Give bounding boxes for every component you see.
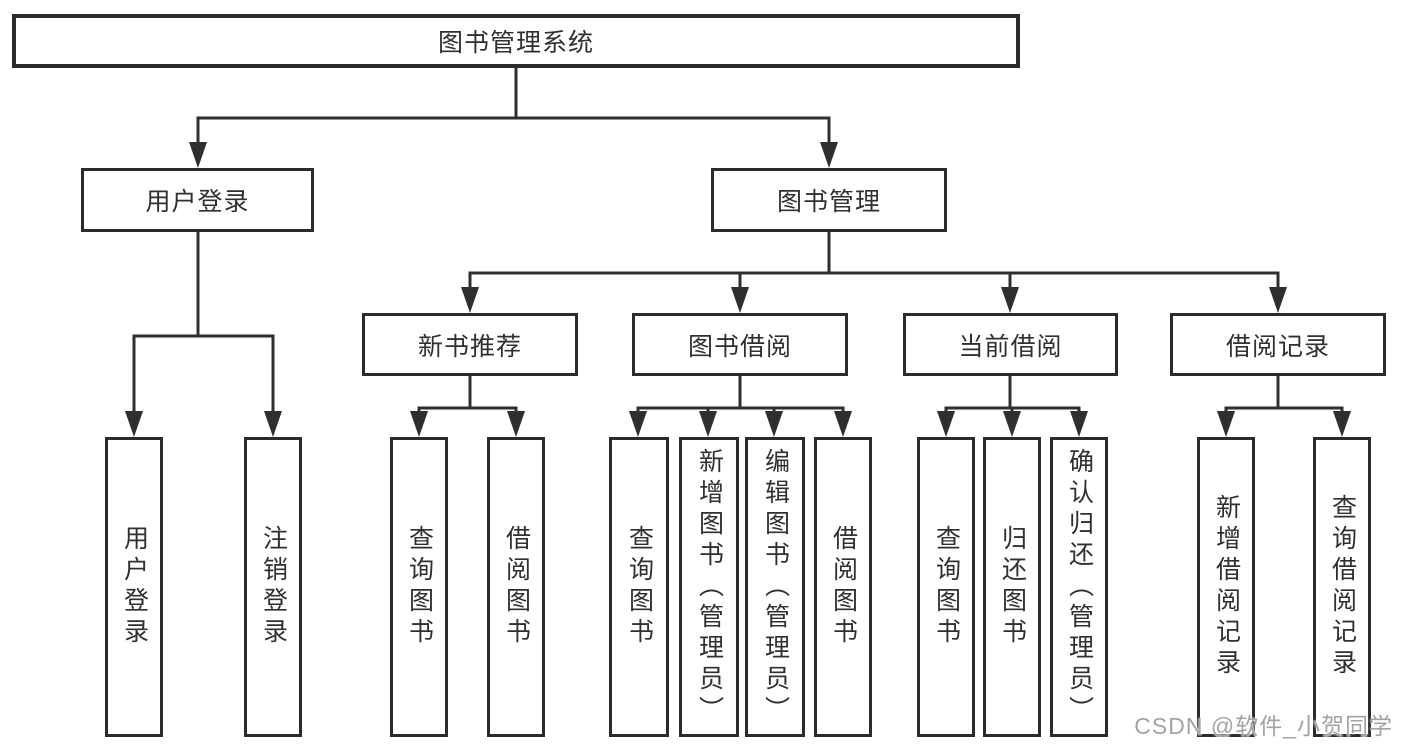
node-user-login-label: 用户登录 [145,188,250,216]
leaf-return-books-label: 归还图书 [998,525,1027,649]
leaf-add-books-admin: 新增图书（管理员） [679,437,739,737]
leaf-edit-books-admin: 编辑图书（管理员） [745,437,805,737]
node-root: 图书管理系统 [12,14,1020,68]
leaf-query-books-recommend-label: 查询图书 [405,525,434,649]
leaf-logout: 注销登录 [244,437,302,737]
leaf-query-borrow-record-label: 查询借阅记录 [1328,494,1357,680]
leaf-logout-label: 注销登录 [259,525,288,649]
leaf-borrow-books-label: 借阅图书 [829,525,858,649]
leaf-borrow-books: 借阅图书 [814,437,872,737]
node-book-management-label: 图书管理 [776,188,881,216]
leaf-borrow-books-recommend-label: 借阅图书 [502,525,531,649]
leaf-query-books-borrowing: 查询图书 [609,437,669,737]
node-user-login: 用户登录 [81,168,314,232]
leaf-return-books: 归还图书 [983,437,1041,737]
leaf-confirm-return-admin-label: 确认归还（管理员） [1065,447,1094,727]
leaf-query-books-current-label: 查询图书 [932,525,961,649]
leaf-query-books-recommend: 查询图书 [390,437,448,737]
node-borrowing-records-label: 借阅记录 [1225,332,1330,361]
node-current-borrowing-label: 当前借阅 [958,332,1063,361]
node-book-borrowing-label: 图书借阅 [687,332,792,361]
node-borrowing-records: 借阅记录 [1170,313,1386,376]
leaf-add-borrow-record: 新增借阅记录 [1197,437,1255,737]
node-root-label: 图书管理系统 [437,29,594,57]
leaf-user-login-label: 用户登录 [120,525,149,649]
node-book-borrowing: 图书借阅 [632,313,848,376]
leaf-confirm-return-admin: 确认归还（管理员） [1050,437,1108,737]
leaf-query-books-current: 查询图书 [917,437,975,737]
leaf-add-books-admin-label: 新增图书（管理员） [695,447,724,727]
node-current-borrowing: 当前借阅 [903,313,1118,376]
leaf-user-login: 用户登录 [105,437,163,737]
leaf-query-borrow-record: 查询借阅记录 [1313,437,1371,737]
leaf-query-books-borrowing-label: 查询图书 [625,525,654,649]
csdn-watermark: CSDN @软件_小贺同学 [1134,713,1393,739]
node-new-book-recommend: 新书推荐 [362,313,578,376]
leaf-edit-books-admin-label: 编辑图书（管理员） [761,447,790,727]
node-book-management: 图书管理 [711,168,947,232]
leaf-borrow-books-recommend: 借阅图书 [487,437,545,737]
node-new-book-recommend-label: 新书推荐 [417,332,522,361]
leaf-add-borrow-record-label: 新增借阅记录 [1212,494,1241,680]
